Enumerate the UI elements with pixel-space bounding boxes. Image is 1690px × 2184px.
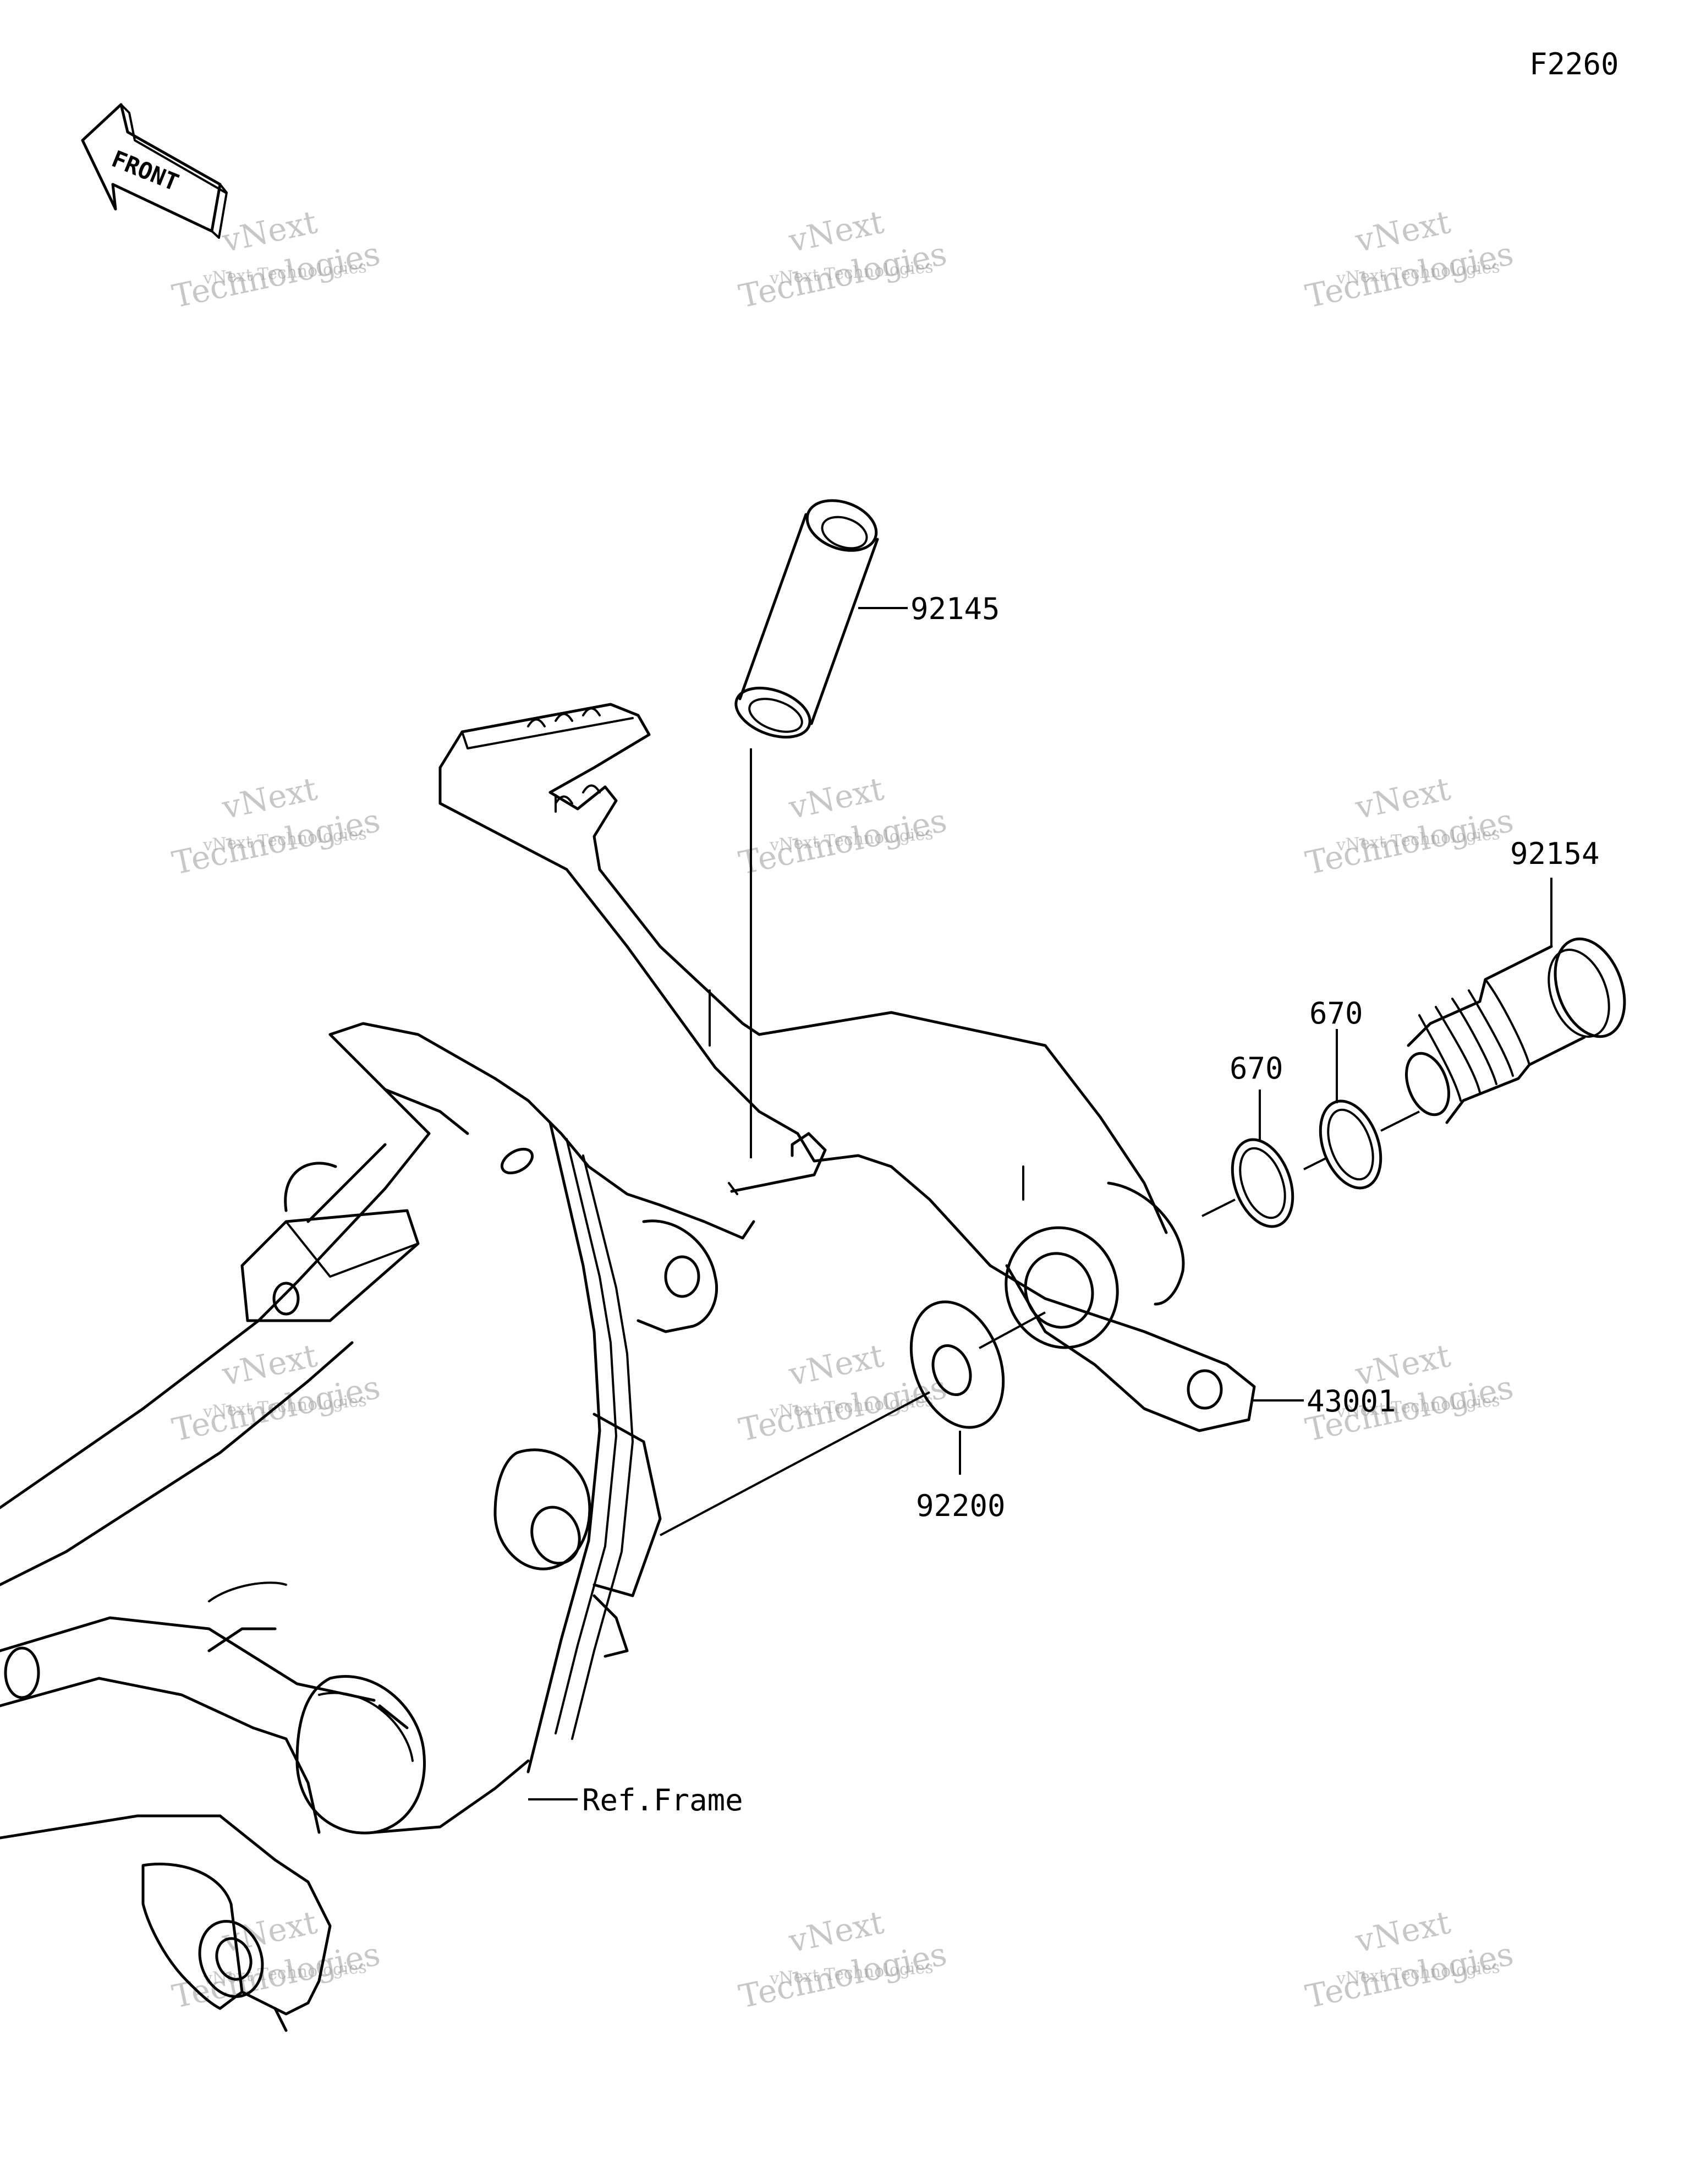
pivot-bolt-92154: [1405, 937, 1626, 1124]
o-ring-670-a: [1231, 1138, 1294, 1228]
label-43001: 43001: [1307, 1384, 1396, 1419]
watermark: vNext Technologies vNext Technologies: [1302, 1903, 1517, 2016]
o-ring-670-b: [1319, 1099, 1382, 1190]
label-92154: 92154: [1510, 836, 1600, 871]
watermark: vNext Technologies vNext Technologies: [1302, 203, 1517, 315]
watermark: vNext Technologies vNext Technologies: [169, 203, 383, 315]
diagram-code: F2260: [1529, 47, 1619, 81]
watermark: vNext Technologies vNext Technologies: [169, 1903, 383, 2016]
watermark: vNext Technologies vNext Technologies: [736, 1903, 950, 2016]
brake-pedal-43001: [438, 703, 1256, 1432]
label-ref-frame: Ref.Frame: [582, 1783, 743, 1818]
label-92200: 92200: [916, 1488, 1006, 1523]
frame-reference: [0, 1022, 755, 2032]
label-92145: 92145: [910, 592, 1000, 626]
front-arrow-icon: FRONT: [81, 103, 228, 239]
spring-92145: [734, 499, 879, 739]
watermark: vNext Technologies vNext Technologies: [736, 203, 950, 315]
washer-92200: [909, 1300, 1005, 1429]
watermark-group: vNext Technologies vNext Technologies vN…: [169, 203, 1517, 2016]
watermark: vNext Technologies vNext Technologies: [736, 1337, 950, 1449]
label-670-a: 670: [1230, 1051, 1283, 1086]
label-670-b: 670: [1309, 996, 1363, 1031]
watermark: vNext Technologies vNext Technologies: [1302, 770, 1517, 882]
watermark: vNext Technologies vNext Technologies: [736, 770, 950, 882]
watermark: vNext Technologies vNext Technologies: [169, 770, 383, 882]
